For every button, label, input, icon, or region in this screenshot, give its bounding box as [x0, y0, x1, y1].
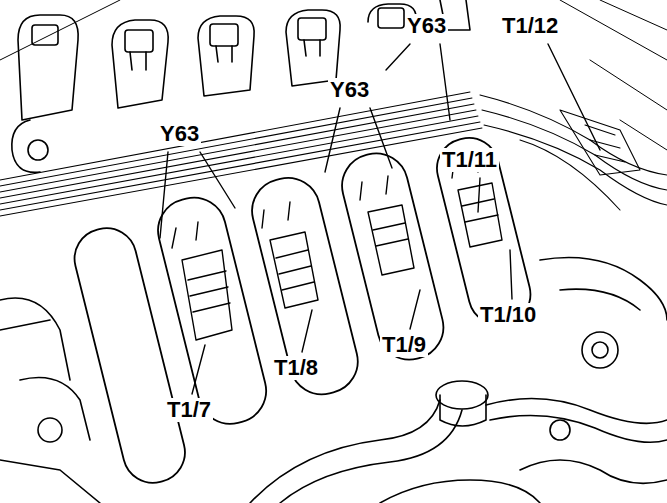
callout-label: Y63: [328, 78, 371, 102]
wiring-harness: [0, 92, 667, 216]
leader-lines: [160, 44, 600, 394]
callout-label: T1/11: [440, 148, 499, 172]
lower-right-parts: [250, 258, 667, 503]
callout-label: T1/7: [165, 398, 213, 422]
coil-connectors: [172, 156, 502, 340]
callout-label: T1/8: [272, 356, 320, 380]
lower-left-parts: [0, 298, 100, 503]
intake-runners: [12, 0, 470, 172]
callout-label: T1/10: [478, 303, 538, 327]
ignition-coils: [68, 132, 537, 490]
callout-label: T1/9: [380, 333, 428, 357]
callout-label: Y63: [158, 122, 201, 146]
callout-label: T1/12: [500, 14, 560, 38]
callout-label: Y63: [405, 14, 448, 38]
